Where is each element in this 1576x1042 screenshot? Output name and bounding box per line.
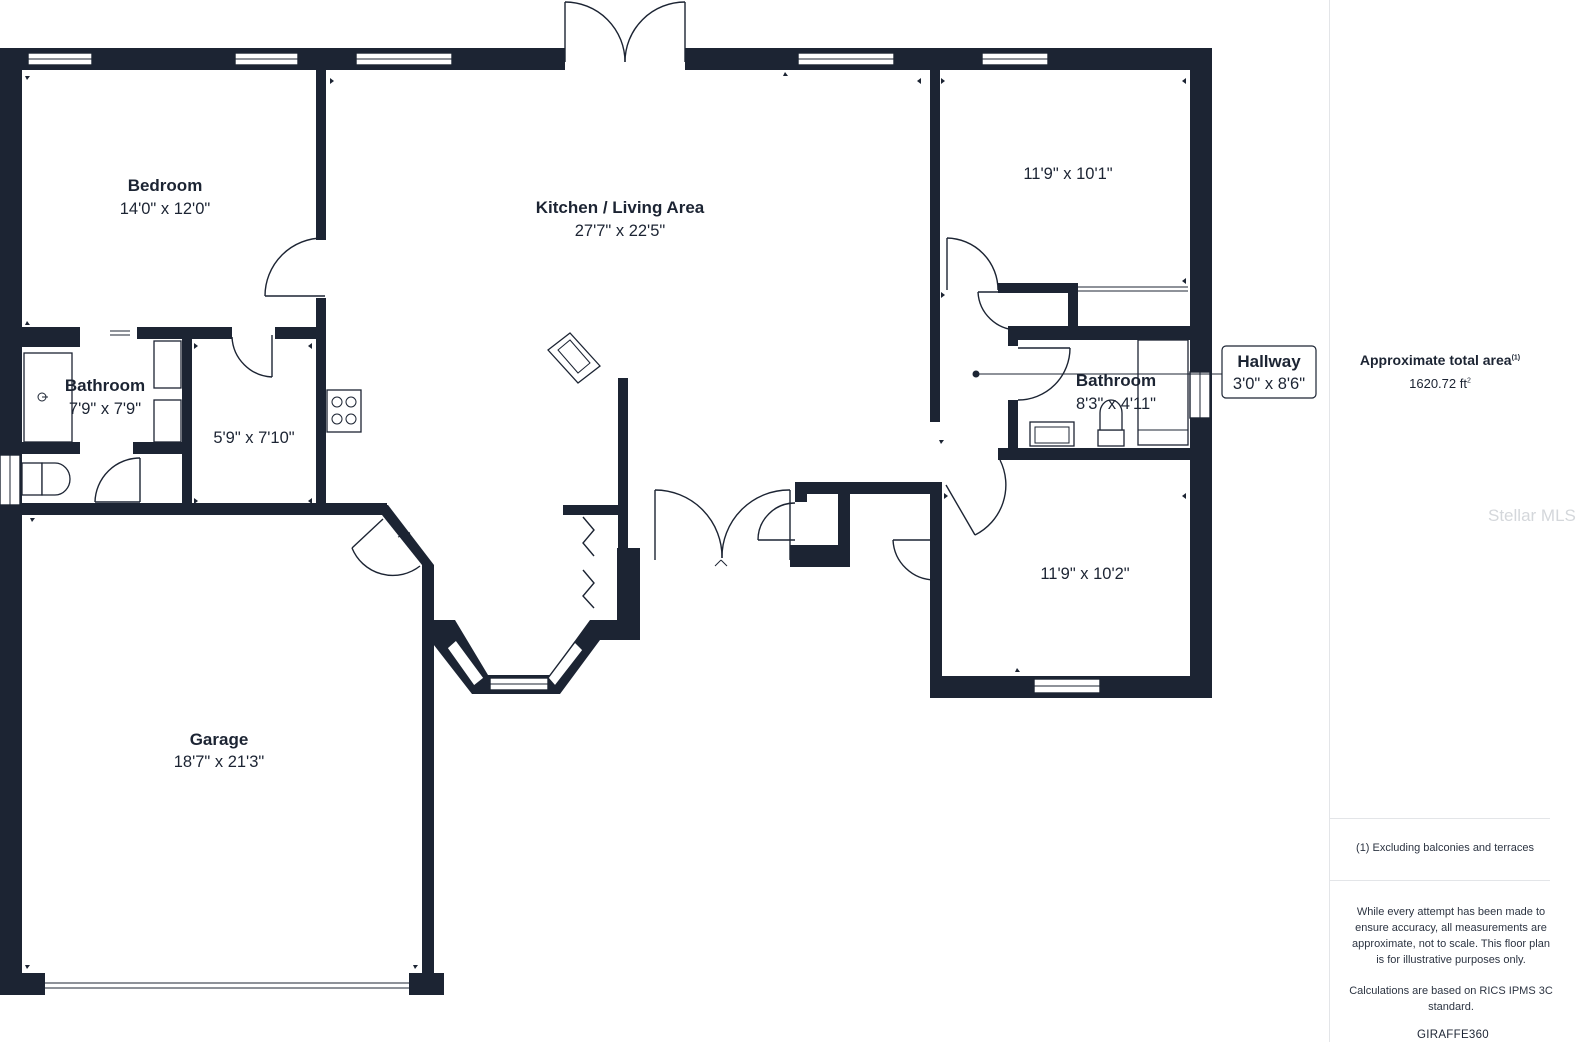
interior-walls [22, 70, 1190, 567]
room-name-kitchen: Kitchen / Living Area [536, 198, 705, 217]
room-labels: Bedroom 14'0" x 12'0" Kitchen / Living A… [65, 165, 1156, 771]
calculation-note: Calculations are based on RICS IPMS 3C s… [1349, 985, 1553, 1013]
divider-top [1330, 818, 1550, 819]
room-dims-hallway: 3'0" x 8'6" [1233, 375, 1305, 393]
room-name-hallway: Hallway [1237, 352, 1301, 371]
total-area-block: Approximate total area(1) 1620.72 ft2 [1330, 352, 1550, 391]
total-area-value: 1620.72 ft [1409, 376, 1467, 391]
room-dims-bathroom-east: 8'3" x 4'11" [1076, 395, 1156, 413]
hallway-callout: Hallway 3'0" x 8'6" [1221, 345, 1317, 399]
total-area-label-text: Approximate total area [1359, 352, 1512, 368]
floor-plan: Bedroom 14'0" x 12'0" Kitchen / Living A… [0, 1, 1317, 995]
disclaimer-text: While every attempt has been made to ens… [1352, 906, 1550, 966]
windows [0, 52, 1211, 694]
divider-bottom [1330, 880, 1550, 881]
room-name-garage: Garage [190, 730, 249, 749]
info-sidebar: Approximate total area(1) 1620.72 ft2 St… [1329, 0, 1576, 1042]
watermark: Stellar MLS [1488, 506, 1576, 525]
doors [45, 1, 1071, 989]
room-dims-bathroom-west: 7'9" x 7'9" [69, 400, 141, 418]
room-name-bedroom: Bedroom [128, 176, 203, 195]
brand-logo: GIRAFFE360 [1416, 1029, 1490, 1041]
room-name-bathroom-west: Bathroom [65, 376, 145, 395]
dimension-markers [25, 72, 1186, 969]
total-area-label: Approximate total area(1) [1330, 352, 1550, 368]
footnote: (1) Excluding balconies and terraces [1356, 842, 1534, 854]
area-unit-superscript: 2 [1466, 377, 1471, 385]
total-area-value-row: 1620.72 ft2 [1330, 376, 1550, 391]
fixtures [21, 286, 1222, 496]
room-name-bathroom-east: Bathroom [1076, 371, 1156, 390]
room-dims-bedroom-se: 11'9" x 10'2" [1040, 565, 1129, 583]
room-dims-kitchen: 27'7" x 22'5" [575, 222, 666, 240]
area-footnote-marker: (1) [1511, 354, 1521, 362]
room-dims-closet: 5'9" x 7'10" [213, 429, 294, 447]
room-dims-garage: 18'7" x 21'3" [174, 753, 265, 771]
room-dims-bedroom: 14'0" x 12'0" [120, 200, 211, 218]
room-dims-bedroom-ne: 11'9" x 10'1" [1023, 165, 1112, 183]
